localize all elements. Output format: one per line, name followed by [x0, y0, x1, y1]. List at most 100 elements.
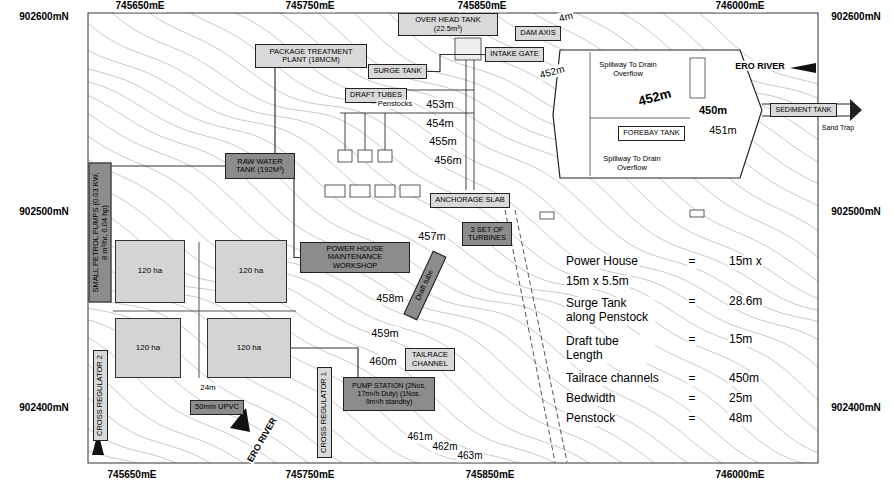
- penstock-pipe: [345, 113, 346, 150]
- contour-line: [88, 13, 818, 312]
- contour-line: [88, 67, 818, 463]
- slab-box: ANCHORAGE SLAB: [430, 193, 510, 208]
- tank-box: RAW WATER TANK (192M³): [225, 153, 295, 179]
- contour-line: [88, 13, 818, 288]
- contour-label: 459m: [370, 327, 400, 340]
- box-text: 120 ha: [138, 267, 162, 276]
- contour-line: [88, 13, 818, 412]
- field-plot: 120 ha: [207, 318, 291, 378]
- grid-coordinate: 745850mE: [457, 0, 508, 12]
- table-cell: Surge Tank along Penstock: [565, 297, 655, 325]
- contour-line: [88, 13, 818, 302]
- reservoir-chamber: [690, 58, 705, 98]
- contour-line: [88, 155, 818, 463]
- grid-coordinate: 745650mE: [107, 469, 158, 481]
- contour-line: [88, 272, 818, 463]
- table-cell: 25m: [728, 392, 753, 406]
- regulator-box: CROSS REGULATOR 2: [93, 350, 108, 441]
- penstock-pipe: [365, 113, 366, 150]
- box-text: SURGE TANK: [373, 67, 421, 75]
- contour-line: [88, 357, 818, 463]
- reservoir-divider: [590, 118, 690, 119]
- grid-coordinate: 746000mE: [715, 0, 766, 12]
- pipe-box: 50mm UPVC: [190, 400, 244, 415]
- box-text: RAW WATER TANK (192M³): [230, 158, 290, 175]
- tank-box: FOREBAY TANK: [618, 126, 685, 141]
- box-text: DRAFT TUBES: [350, 91, 402, 99]
- turbine-symbol: [378, 150, 392, 162]
- regulator-box: CROSS REGULATOR 1: [317, 367, 332, 458]
- draft-tube-symbol: [325, 185, 345, 197]
- dimension-label: 24m: [199, 383, 217, 392]
- penstock-pipe: [340, 113, 474, 114]
- contour-label: 455m: [428, 135, 458, 148]
- box-text: FOREBAY TANK: [623, 129, 680, 137]
- contour-label: 457m: [417, 230, 447, 243]
- box-text: Draft tube: [414, 268, 435, 301]
- grid-coordinate: 902500mN: [18, 206, 69, 218]
- box-text: CROSS REGULATOR 2: [96, 355, 104, 436]
- contour-line: [88, 13, 818, 325]
- intake-structure: [455, 38, 481, 60]
- table-cell: Penstock: [565, 412, 616, 426]
- table-cell: =: [687, 372, 696, 386]
- grid-coordinate: 902400mN: [830, 402, 881, 414]
- grid-coordinate: 745750mE: [285, 0, 336, 12]
- contour-label: 452m: [636, 86, 674, 110]
- contour-label: 451m: [708, 124, 738, 137]
- river-arrow: [790, 63, 816, 73]
- draft-tube-symbol: [375, 185, 395, 197]
- contour-label: 462m: [431, 441, 458, 453]
- pipe-connector: [427, 55, 485, 72]
- tank-box: SEDIMENT TANK: [770, 103, 837, 117]
- table-cell: =: [687, 333, 696, 347]
- box-text: SMALL PETROL PUMPS (0.03 KW, 8 m³/hr, 0.…: [92, 172, 109, 292]
- table-cell: =: [687, 255, 696, 269]
- draft-tube-symbol: [350, 185, 370, 197]
- box-text: 3 SET OF TURBINES: [467, 226, 507, 243]
- penstock-pipe: [474, 60, 475, 190]
- spillway-note: Spillway To Drain Overflow: [600, 155, 664, 172]
- tank-box: OVER HEAD TANK (22.5m³): [398, 13, 498, 36]
- table-cell: 15m x: [728, 255, 763, 269]
- reservoir-outline: [553, 50, 762, 178]
- axis-box: DAM AXIS: [515, 26, 561, 41]
- pump-box: SMALL PETROL PUMPS (0.03 KW, 8 m³/hr, 0.…: [89, 162, 112, 302]
- turbine-box: 3 SET OF TURBINES: [462, 222, 512, 246]
- turbine-symbol: [358, 150, 372, 162]
- grid-coordinate: 902600mN: [830, 11, 881, 23]
- spillway-note: Spillway To Drain Overflow: [596, 61, 660, 78]
- grid-coordinate: 745850mE: [465, 469, 516, 481]
- road-line: [515, 210, 567, 462]
- turbine-symbol: [338, 150, 352, 162]
- contour-label: 458m: [375, 292, 405, 305]
- contour-label: 4m: [557, 9, 575, 24]
- contour-line: [88, 13, 818, 266]
- river-name: ERO RIVER: [245, 415, 280, 465]
- road-line: [505, 210, 555, 462]
- contour-line: [88, 16, 818, 439]
- field-plot: 120 ha: [215, 240, 287, 303]
- pipe-connector: [112, 165, 226, 166]
- box-text: POWER HOUSE MAINTENANCE WORKSHOP: [305, 245, 405, 270]
- contour-line: [88, 13, 818, 189]
- table-cell: Bedwidth: [565, 392, 616, 406]
- contour-label: 452m: [537, 63, 566, 81]
- box-text: CROSS REGULATOR 1: [320, 372, 328, 453]
- vehicle-symbol: [690, 210, 704, 217]
- table-cell: 15m x 5.5m: [565, 275, 630, 289]
- box-text: PUMP STATION (2Nos. 17m³/h Duty) (1Nos. …: [348, 382, 430, 405]
- contour-line: [88, 318, 818, 463]
- contour-label: 453m: [425, 98, 455, 111]
- box-text: DAM AXIS: [520, 29, 555, 37]
- box-text: OVER HEAD TANK (22.5m³): [413, 16, 483, 33]
- field-plot: 120 ha: [115, 240, 185, 303]
- contour-line: [88, 46, 818, 457]
- penstock-pipe: [405, 90, 474, 91]
- flow-arrow: [850, 99, 862, 121]
- contour-line: [88, 13, 818, 240]
- contour-line: [88, 223, 818, 463]
- contour-line: [88, 13, 818, 213]
- table-cell: 28.6m: [728, 295, 763, 309]
- contour-label: 463m: [456, 450, 483, 462]
